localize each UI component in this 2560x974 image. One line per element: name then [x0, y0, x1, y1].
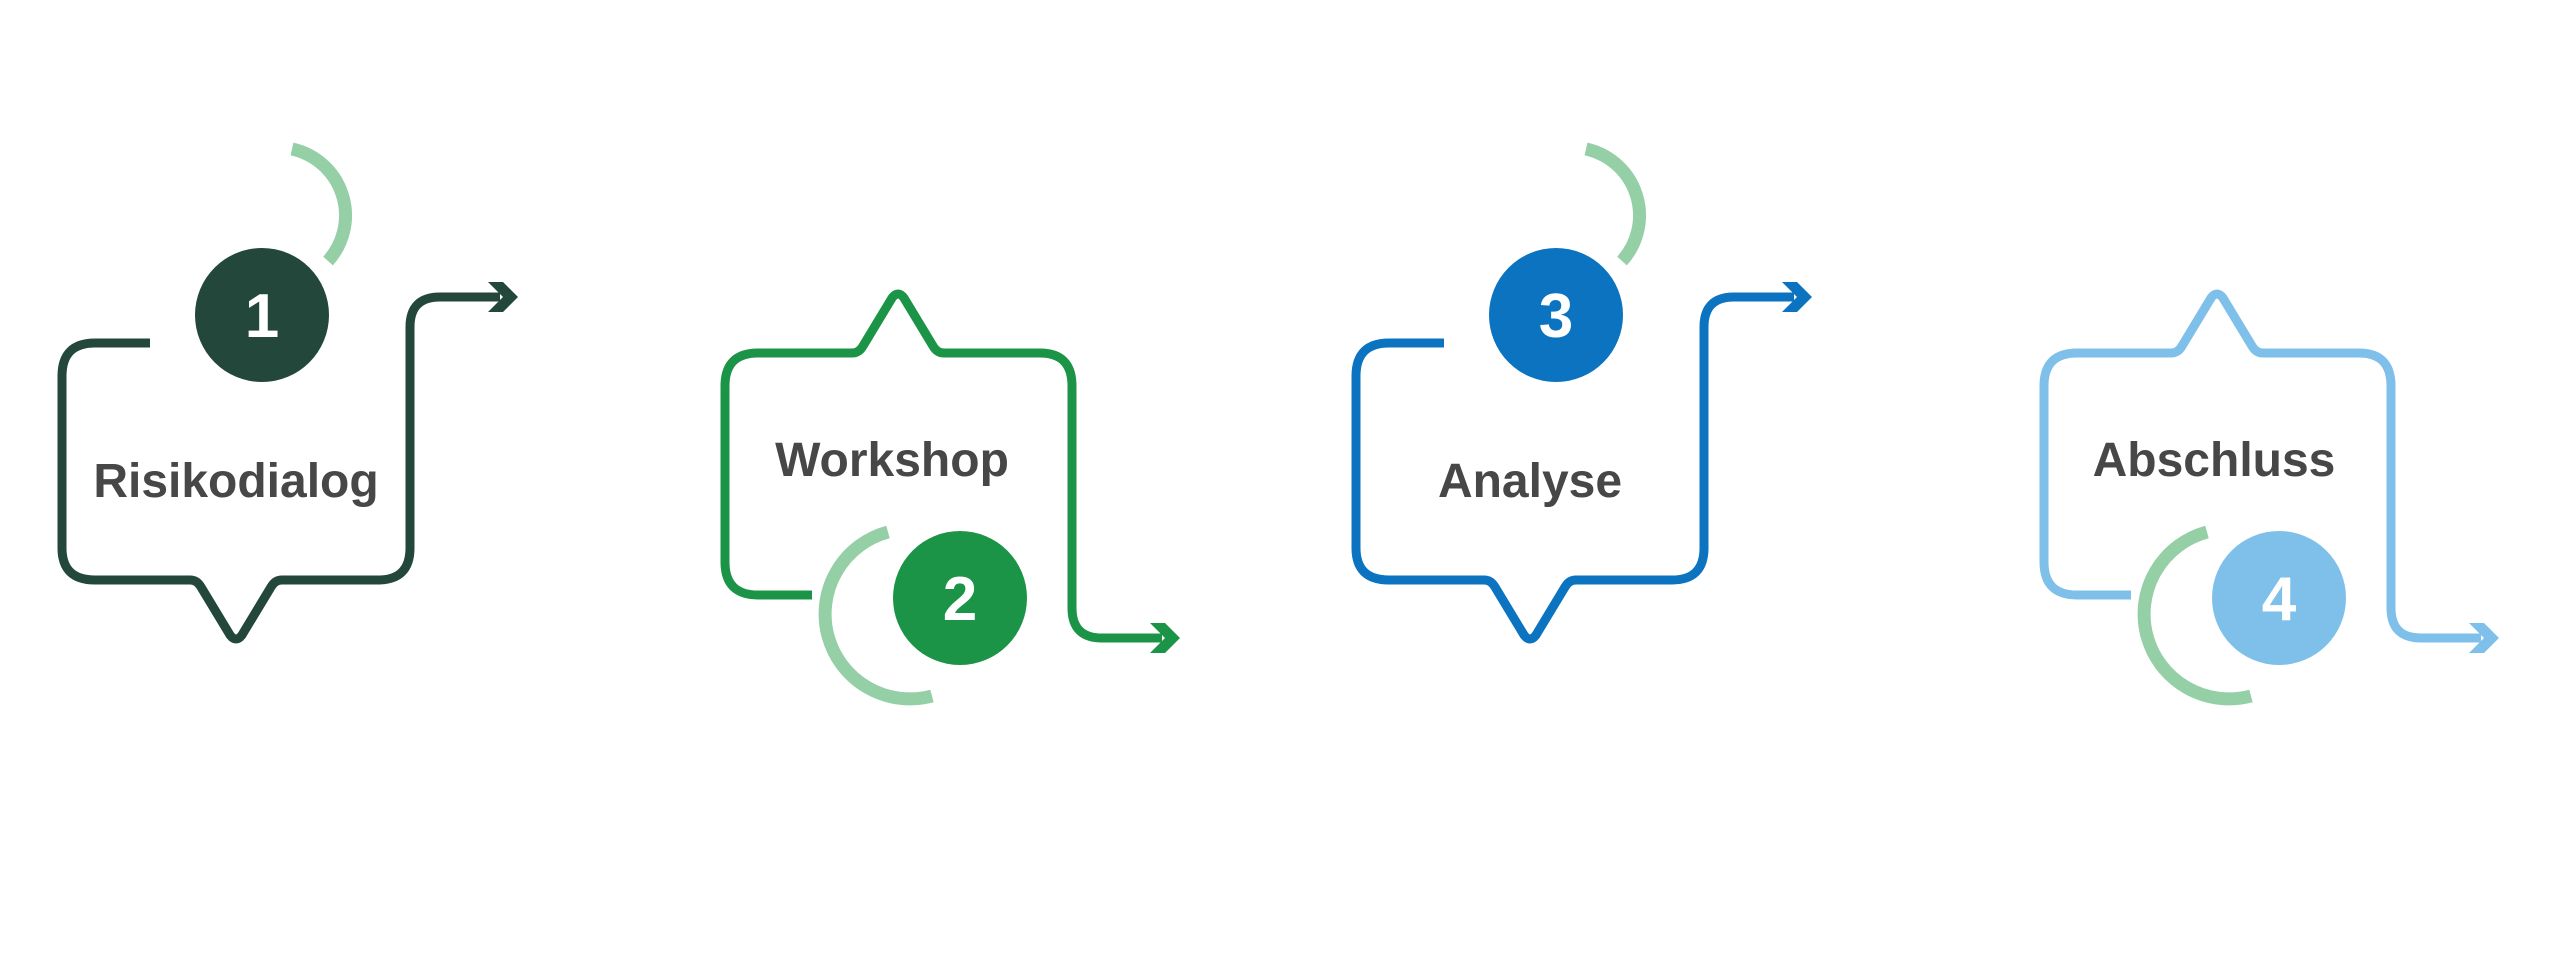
- step-4-frame: [2039, 289, 2481, 643]
- step-2: 2 Workshop: [720, 289, 1180, 706]
- step-4-number: 4: [2262, 565, 2297, 634]
- step-3-number: 3: [1539, 282, 1573, 351]
- step-2-accent-arc: [818, 525, 934, 706]
- step-1-frame: [57, 292, 500, 644]
- step-4-accent-arc: [2137, 525, 2253, 706]
- step-3-number-circle: [1489, 248, 1623, 382]
- step-2-frame: [720, 289, 1162, 643]
- step-3-frame: [1351, 292, 1794, 644]
- step-3-label: Analyse: [1438, 455, 1622, 508]
- step-3: 3 Analyse: [1351, 142, 1812, 644]
- step-1-accent-arc: [290, 142, 352, 266]
- step-2-number: 2: [943, 565, 977, 634]
- step-4-label: Abschluss: [2093, 434, 2336, 487]
- step-1-number: 1: [245, 282, 279, 351]
- step-1-number-circle: [195, 248, 329, 382]
- step-2-number-circle: [893, 531, 1027, 665]
- step-3-accent-arc: [1584, 142, 1646, 266]
- step-1-label: Risikodialog: [93, 455, 378, 508]
- step-1: 1 Risikodialog: [57, 142, 518, 644]
- step-4-number-circle: [2212, 531, 2346, 665]
- step-1-arrowhead: [488, 282, 518, 312]
- step-2-label: Workshop: [775, 434, 1009, 487]
- step-4-arrowhead: [2469, 623, 2499, 653]
- step-2-arrowhead: [1150, 623, 1180, 653]
- step-4: 4 Abschluss: [2039, 289, 2499, 706]
- step-3-arrowhead: [1782, 282, 1812, 312]
